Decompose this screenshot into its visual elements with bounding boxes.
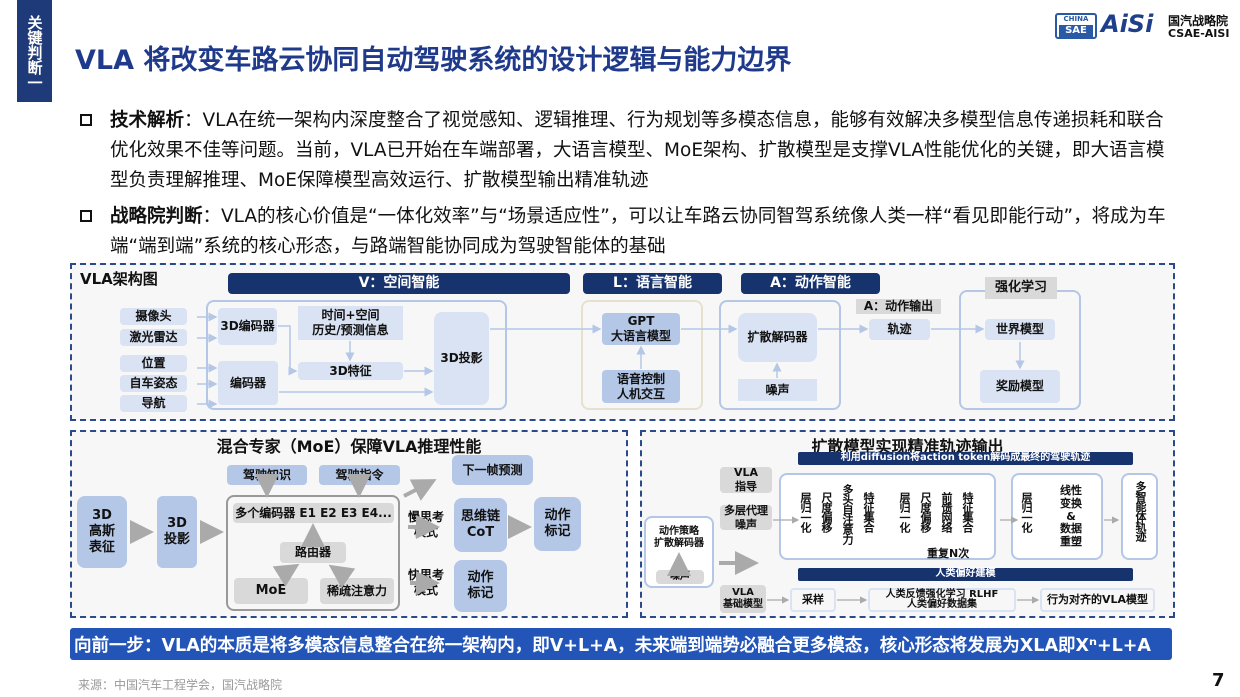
time-space-info: 时间+空间 历史/预测信息	[298, 306, 403, 340]
bullet-square	[80, 210, 92, 222]
org-en: CSAE-AISI	[1168, 27, 1230, 40]
source-note: 来源：中国汽车工程学会，国汽战略院	[78, 678, 283, 692]
input-lidar: 激光雷达	[120, 329, 187, 346]
col-scale-shift-1: 尺度偏移	[820, 492, 833, 532]
col-layer-norm-3: 层归一化	[1020, 492, 1033, 532]
logo: CHINA SAE AiSi 国汽战略院 CSAE-AISI	[1055, 10, 1233, 40]
multi-encoders: 多个编码器 E1 E2 E3 E4...	[233, 503, 394, 523]
rlhf: 人类反馈强化学习 RLHF 人类偏好数据集	[868, 588, 1016, 612]
moe-container	[226, 495, 400, 611]
bullet-label: 战略院判断	[110, 206, 203, 227]
col-feature-agg-1: 特征集合	[862, 492, 875, 532]
action-token-fast: 动作 标记	[454, 560, 507, 612]
l-container	[581, 300, 703, 410]
col-scale-shift-2: 尺度偏移	[919, 492, 932, 532]
sampling: 采样	[790, 588, 836, 612]
page-title: VLA 将改变车路云协同自动驾驶系统的设计逻辑与能力边界	[75, 45, 792, 76]
bullet-label: 技术解析	[110, 110, 185, 131]
input-position: 位置	[120, 355, 187, 372]
trajectory-block	[1121, 473, 1158, 560]
badge-top: CHINA	[1063, 15, 1089, 23]
col-layer-norm-2: 层归一化	[898, 492, 911, 532]
page-number: 7	[1212, 670, 1225, 691]
diffusion-title: 扩散模型实现精准轨迹输出	[811, 437, 1004, 456]
arrow	[328, 564, 356, 589]
noise: 噪声	[738, 379, 817, 401]
action-token: 动作 标记	[534, 497, 581, 551]
a-container	[719, 300, 841, 410]
arrow	[272, 563, 300, 587]
gpt-llm: GPT 大语言模型	[602, 313, 680, 345]
input-ego-pose: 自车姿态	[120, 375, 187, 392]
repeat-n: 重复N次	[927, 547, 970, 560]
aisi-logo: AiSi	[1101, 10, 1154, 38]
reward-model: 奖励模型	[980, 370, 1060, 403]
aligned-vla-model: 行为对齐的VLA模型	[1040, 588, 1155, 612]
diffusion-decoder: 扩散解码器	[738, 313, 817, 362]
vla-guidance: VLA 指导	[720, 466, 772, 493]
linear-reshape: 线性 变换 & 数据 重塑	[1060, 484, 1082, 548]
col-feature-agg-2: 特征集合	[961, 492, 974, 532]
col-ffn: 前馈网络	[940, 492, 953, 532]
next-frame-prediction: 下一帧预测	[452, 455, 533, 485]
section-tab: 关键判断一	[17, 0, 52, 102]
rl-label: 强化学习	[985, 277, 1057, 299]
moe-title: 混合专家（MoE）保障VLA推理性能	[216, 437, 482, 456]
org-cn: 国汽战略院	[1168, 14, 1229, 28]
3d-gaussian: 3D 高斯 表征	[77, 496, 127, 568]
human-preference-modeling: 人类偏好建模	[798, 568, 1133, 581]
world-model: 世界模型	[985, 319, 1055, 340]
arrow	[278, 325, 298, 376]
3d-feature: 3D特征	[298, 362, 403, 380]
diffusion-subtitle: 利用diffusion将action token解码成最终的驾驶轨迹	[798, 452, 1133, 465]
input-camera: 摄像头	[120, 308, 187, 325]
router: 路由器	[280, 542, 346, 563]
takeaway-banner: 向前一步：VLA的本质是将多模态信息整合在统一架构内，即V+L+A，未来端到端势…	[70, 628, 1172, 660]
bullet-judgment: 战略院判断：VLA的核心价值是“一体化效率”与“场景适应性”，可以让车路云协同智…	[110, 202, 1170, 262]
l-header: L：语言智能	[583, 273, 722, 294]
vla-label: VLA架构图	[80, 270, 158, 288]
v-container	[206, 300, 507, 410]
col-layer-norm-1: 层归一化	[799, 492, 812, 532]
china-sae-badge: CHINA SAE	[1055, 13, 1097, 39]
trajectory: 轨迹	[869, 319, 930, 340]
input-navigation: 导航	[120, 395, 187, 412]
3d-encoder: 3D编码器	[218, 308, 277, 345]
3d-projection: 3D投影	[434, 312, 489, 405]
output-block	[1011, 473, 1103, 560]
bullet-square	[80, 114, 92, 126]
v-header: V：空间智能	[228, 273, 570, 294]
transformer-block	[779, 473, 996, 560]
arrow	[403, 479, 437, 501]
action-output: A：动作输出	[856, 299, 941, 314]
bullet-tech: 技术解析：VLA在统一架构内深度整合了视觉感知、逻辑推理、行为规划等多模态信息，…	[110, 106, 1170, 196]
encoder: 编码器	[218, 361, 278, 405]
bullet-text: ：VLA的核心价值是“一体化效率”与“场景适应性”，可以让车路云协同智驾系统像人…	[110, 206, 1166, 257]
vla-base-model: VLA 基础模型	[720, 585, 766, 613]
chain-of-thought: 思维链 CoT	[454, 498, 507, 552]
bullet-text: ：VLA在统一架构内深度整合了视觉感知、逻辑推理、行为规划等多模态信息，能够有效…	[110, 110, 1165, 191]
a-header: A：动作智能	[741, 273, 880, 294]
multi-agent-trajectory: 多智能体轨迹	[1134, 481, 1147, 541]
col-mhsa: 多头自注意力	[841, 484, 854, 544]
moe-3d-projection: 3D 投影	[157, 496, 197, 568]
policy-decoder: 动作策略 扩散解码器	[654, 525, 704, 550]
badge-bottom: SAE	[1059, 25, 1093, 37]
voice-control: 语音控制 人机交互	[602, 370, 680, 403]
multi-layer-noise: 多层代理 噪声	[720, 504, 772, 531]
